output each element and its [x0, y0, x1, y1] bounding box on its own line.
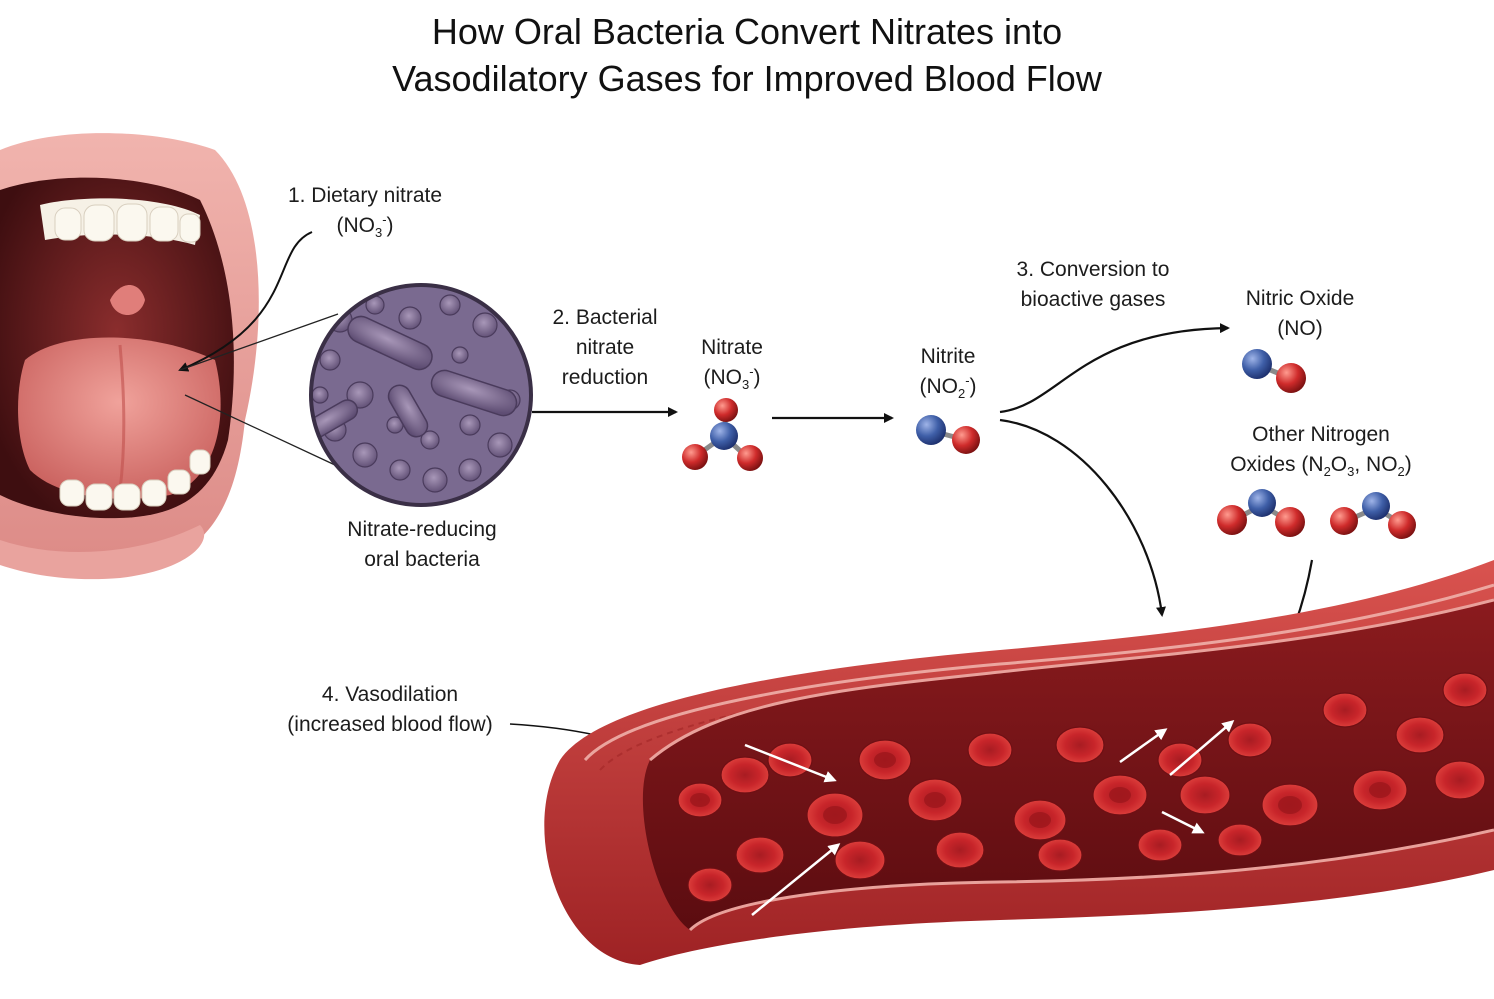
- step-2-line-3: reduction: [561, 366, 649, 389]
- nitrite-label: Nitrite (NO2-): [898, 342, 998, 402]
- step-2-line-1: 2. Bacterial: [552, 306, 658, 329]
- dinitrogen-trioxide-molecule: [1217, 489, 1305, 537]
- nitrite-name: Nitrite: [920, 345, 976, 368]
- other-oxides-formula: Oxides (N2O3, NO2): [1230, 453, 1412, 480]
- step-3-line-1: 3. Conversion to: [1016, 258, 1170, 281]
- nitric-oxide-name: Nitric Oxide: [1245, 287, 1355, 310]
- blood-flow-arrows: [744, 720, 1235, 916]
- step-2-line-2: nitrate: [575, 336, 635, 359]
- bacteria-leader-line-bottom: [184, 394, 336, 466]
- step-3-label: 3. Conversion to bioactive gases: [988, 255, 1198, 315]
- step-4-label: 4. Vasodilation (increased blood flow): [276, 680, 504, 740]
- to-nitric-oxide-arrow: [999, 323, 1230, 414]
- nitrate-name: Nitrate: [701, 336, 763, 359]
- title-line-2: Vasodilatory Gases for Improved Blood Fl…: [392, 58, 1102, 99]
- nitric-oxide-molecule: [1242, 349, 1306, 393]
- bacteria-label-line-1: Nitrate-reducing: [347, 518, 497, 541]
- step-3-line-2: bioactive gases: [1020, 288, 1166, 311]
- dietary-nitrate-arrow: [178, 231, 313, 372]
- nitric-oxide-formula: (NO): [1277, 317, 1323, 340]
- step-1-formula: (NO3-): [336, 212, 394, 241]
- to-vessel-arrow: [999, 418, 1166, 617]
- other-oxides-label: Other Nitrogen Oxides (N2O3, NO2): [1208, 420, 1434, 480]
- step-4-line-2: (increased blood flow): [287, 713, 493, 736]
- nitrate-molecule: [682, 398, 763, 471]
- nitrogen-dioxide-molecule: [1330, 492, 1416, 539]
- nitrate-label: Nitrate (NO3-): [682, 333, 782, 393]
- bacteria-leader-line-top: [179, 313, 339, 371]
- bacteria-label: Nitrate-reducing oral bacteria: [322, 515, 522, 575]
- step-1-title: 1. Dietary nitrate: [287, 184, 443, 207]
- bacteria-magnified-view: [309, 283, 533, 507]
- title-line-1: How Oral Bacteria Convert Nitrates into: [431, 11, 1063, 52]
- nitric-oxide-label: Nitric Oxide (NO): [1225, 284, 1375, 344]
- nitrate-formula: (NO3-): [703, 364, 761, 393]
- other-oxides-line-1: Other Nitrogen: [1252, 423, 1390, 446]
- bacteria-label-line-2: oral bacteria: [364, 548, 480, 571]
- step-4-line-1: 4. Vasodilation: [321, 683, 459, 706]
- step-2-label: 2. Bacterial nitrate reduction: [535, 303, 675, 393]
- blood-vessel-illustration: [544, 560, 1494, 965]
- nitrite-formula: (NO2-): [919, 373, 977, 402]
- open-mouth-illustration: [0, 133, 259, 580]
- diagram-title: How Oral Bacteria Convert Nitrates into …: [0, 8, 1494, 102]
- step-1-label: 1. Dietary nitrate (NO3-): [268, 181, 462, 241]
- nitrite-molecule: [916, 415, 980, 454]
